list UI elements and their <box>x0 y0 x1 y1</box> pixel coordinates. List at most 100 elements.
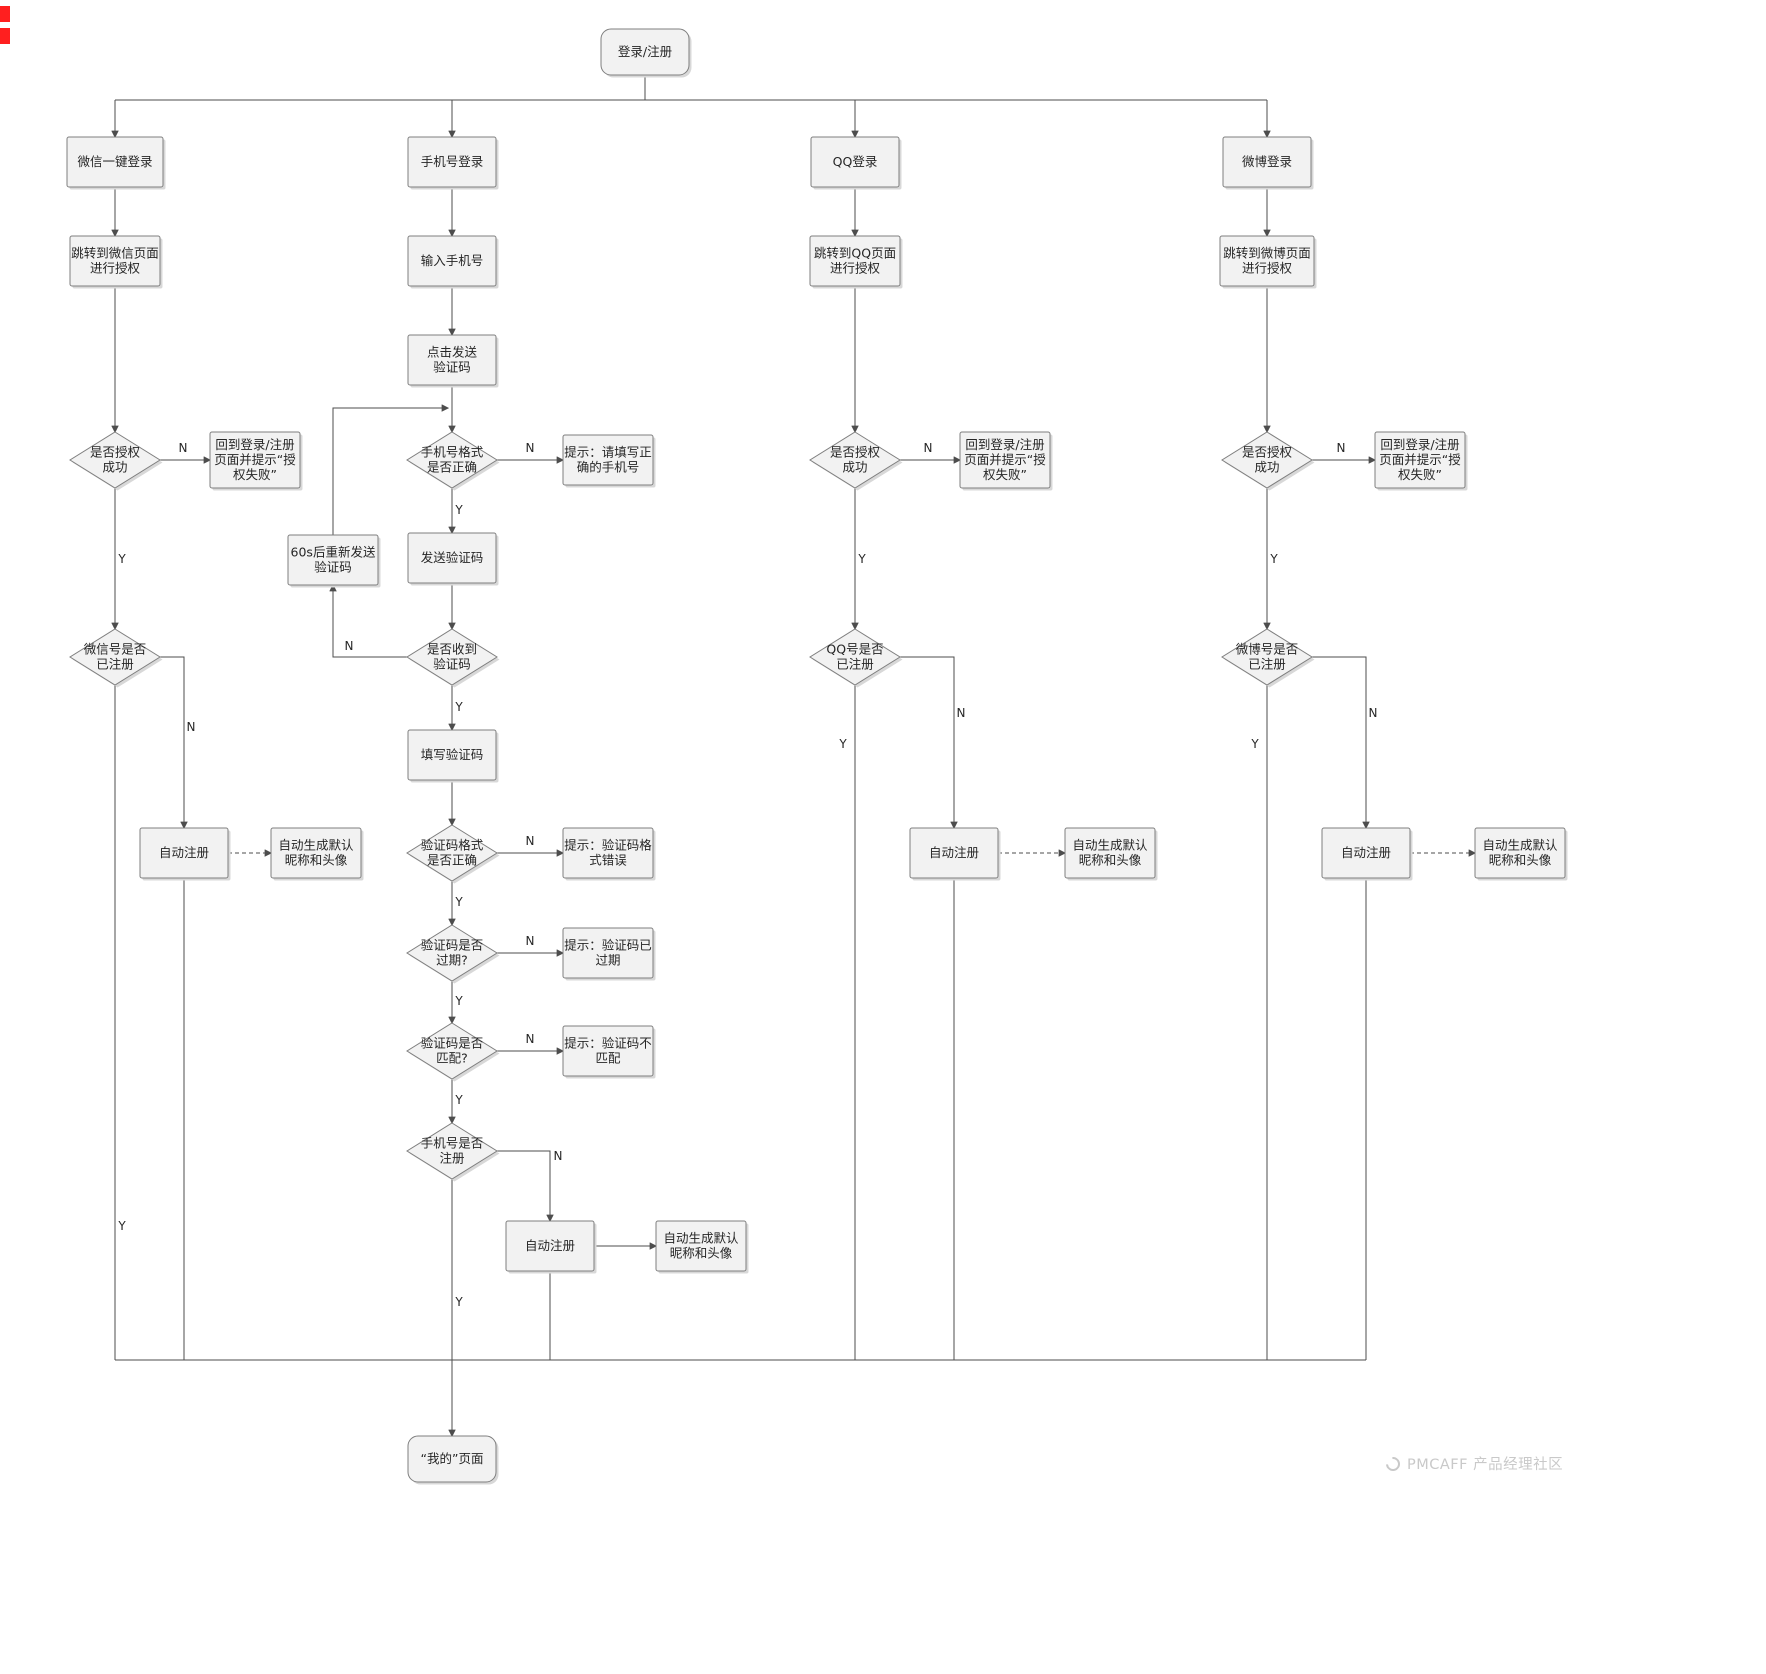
rect-shape <box>66 136 164 188</box>
node-phone-format: 手机号格式是否正确 <box>406 431 500 491</box>
edge-label-match-tip-edge: N <box>526 1032 535 1046</box>
node-code-format-tip: 提示：验证码格式错误 <box>562 827 656 881</box>
diamond-shape <box>1221 628 1313 686</box>
rect-shape <box>1219 235 1315 287</box>
node-fill-code: 填写验证码 <box>407 729 499 783</box>
node-qq-autogen: 自动生成默认昵称和头像 <box>1064 827 1158 881</box>
rounded-shape <box>600 28 690 76</box>
node-label: 自动生成默认昵称和头像 <box>1072 838 1148 868</box>
rect-shape <box>505 1220 595 1272</box>
edge-label-qq-auth-registered: Y <box>857 552 866 566</box>
edge-label-expired-tip-edge: N <box>526 934 535 948</box>
node-label: 验证码是否匹配? <box>421 1036 484 1066</box>
node-code-format: 验证码格式是否正确 <box>406 824 500 884</box>
node-label: 验证码格式是否正确 <box>421 838 484 868</box>
diamond-shape <box>1221 431 1313 489</box>
node-wechat-auth: 是否授权成功 <box>69 431 163 491</box>
rect-shape <box>809 235 901 287</box>
edge-resend-loop <box>332 404 450 535</box>
diamond-shape <box>406 1122 498 1180</box>
red-marker-bottom <box>0 28 10 44</box>
diamond-shape <box>809 628 901 686</box>
node-start: 登录/注册 <box>600 28 692 78</box>
edge-label-wechat-auth-registered: Y <box>117 552 126 566</box>
edge-label-received-fill: Y <box>454 700 463 714</box>
rounded-shape <box>407 1435 497 1483</box>
node-label: 自动注册 <box>525 1238 575 1253</box>
node-label: 自动注册 <box>1341 845 1391 860</box>
rect-shape <box>1374 431 1466 489</box>
diamond-shape <box>69 628 161 686</box>
node-wechat-login: 微信一键登录 <box>66 136 166 190</box>
diamond-shape <box>809 431 901 489</box>
edge-label-expired-match: Y <box>454 994 463 1008</box>
node-label: QQ登录 <box>833 154 878 169</box>
edge-label-wechat-registered-merge: Y <box>117 1219 126 1233</box>
node-label: 跳转到微信页面进行授权 <box>71 246 159 276</box>
node-label: 是否授权成功 <box>830 445 881 475</box>
node-weibo-autoreg: 自动注册 <box>1321 827 1413 881</box>
diamond-shape <box>406 1022 498 1080</box>
node-phone-autogen: 自动生成默认昵称和头像 <box>655 1220 749 1274</box>
edge-label-phonereg-autoreg: N <box>554 1149 563 1163</box>
edge-label-codeformat-tip-edge: N <box>526 834 535 848</box>
edge-label-weibo-registered-autoreg: N <box>1369 706 1378 720</box>
rect-shape <box>562 1025 654 1077</box>
rect-shape <box>562 927 654 979</box>
node-wechat-registered: 微信号是否已注册 <box>69 628 163 688</box>
node-label: 登录/注册 <box>618 44 672 59</box>
rect-shape <box>562 434 654 486</box>
node-label: 是否授权成功 <box>1242 445 1293 475</box>
node-label: 点击发送验证码 <box>427 345 478 375</box>
edge-label-qq-registered-merge: Y <box>838 737 847 751</box>
node-label: 自动注册 <box>159 845 209 860</box>
edge-label-qq-auth-fail-edge: N <box>924 441 933 455</box>
rect-shape <box>407 334 497 386</box>
edge-label-qq-registered-autoreg: N <box>957 706 966 720</box>
node-label: QQ号是否已注册 <box>826 642 883 672</box>
node-weibo-registered: 微博号是否已注册 <box>1221 628 1315 688</box>
node-label: 回到登录/注册页面并提示“授权失败” <box>1379 437 1461 482</box>
node-label: 验证码是否过期? <box>421 938 484 968</box>
edge-label-phone-format-send: Y <box>454 503 463 517</box>
node-phone-login: 手机号登录 <box>407 136 499 190</box>
node-label: 跳转到QQ页面进行授权 <box>814 246 896 276</box>
node-wechat-redirect: 跳转到微信页面进行授权 <box>69 235 163 289</box>
node-wechat-autoreg: 自动注册 <box>139 827 231 881</box>
edge-label-weibo-auth-registered: Y <box>1269 552 1278 566</box>
node-code-match: 验证码是否匹配? <box>406 1022 500 1082</box>
node-code-expired-tip: 提示：验证码已过期 <box>562 927 656 981</box>
node-label: 手机号是否注册 <box>421 1136 484 1166</box>
edge-label-weibo-registered-merge: Y <box>1250 737 1259 751</box>
node-label: 60s后重新发送验证码 <box>291 545 376 575</box>
edge-qq-registered-autoreg <box>900 656 958 830</box>
node-qq-login: QQ登录 <box>810 136 902 190</box>
node-label: 发送验证码 <box>421 550 484 565</box>
node-code-match-tip: 提示：验证码不匹配 <box>562 1025 656 1079</box>
rect-shape <box>1222 136 1312 188</box>
node-label: 提示：验证码不匹配 <box>564 1036 652 1066</box>
node-label: 提示：验证码格式错误 <box>564 838 652 868</box>
node-label: 自动生成默认昵称和头像 <box>663 1231 739 1261</box>
rect-shape <box>655 1220 747 1272</box>
node-weibo-login: 微博登录 <box>1222 136 1314 190</box>
diamond-shape <box>406 924 498 982</box>
diamond-shape <box>406 824 498 882</box>
node-label: 微博号是否已注册 <box>1236 642 1299 672</box>
node-label: 自动注册 <box>929 845 979 860</box>
edge-phonereg-autoreg <box>497 1150 554 1223</box>
rect-shape <box>139 827 229 879</box>
rect-shape <box>407 729 497 781</box>
node-qq-autoreg: 自动注册 <box>909 827 1001 881</box>
node-phone-registered: 手机号是否注册 <box>406 1122 500 1182</box>
rect-shape <box>1064 827 1156 879</box>
node-qq-auth-fail: 回到登录/注册页面并提示“授权失败” <box>959 431 1053 491</box>
node-label: 手机号登录 <box>421 154 484 169</box>
node-wechat-auth-fail: 回到登录/注册页面并提示“授权失败” <box>209 431 303 491</box>
node-resend-60s: 60s后重新发送验证码 <box>287 534 381 588</box>
node-weibo-auth-fail: 回到登录/注册页面并提示“授权失败” <box>1374 431 1468 491</box>
edge-label-wechat-registered-autoreg: N <box>187 720 196 734</box>
node-qq-registered: QQ号是否已注册 <box>809 628 903 688</box>
node-label: 微信号是否已注册 <box>84 642 147 672</box>
